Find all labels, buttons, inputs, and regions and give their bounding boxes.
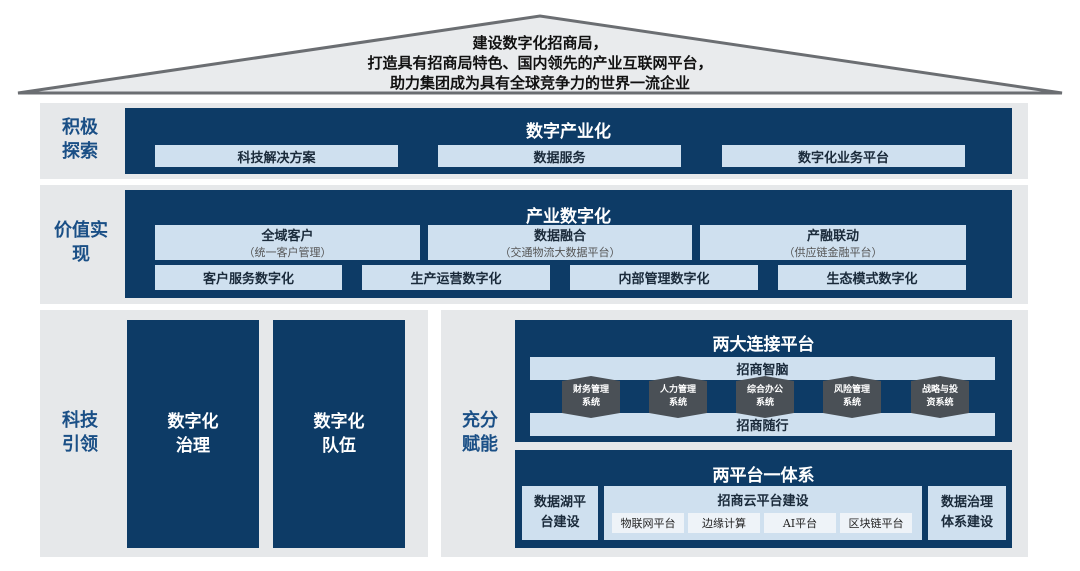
item-name: 产融联动 bbox=[806, 229, 859, 244]
system-strategy: 战略与投资系统 bbox=[911, 376, 969, 418]
item-data-services: 数据服务 bbox=[438, 145, 681, 167]
item-sub: （供应链金融平台） bbox=[783, 246, 883, 259]
item-finance-linkage: 产融联动 （供应链金融平台） bbox=[700, 225, 966, 260]
item-sub: （统一客户管理） bbox=[243, 246, 332, 259]
item-tech-solutions: 科技解决方案 bbox=[155, 145, 398, 167]
row-label-empower: 充分赋能 bbox=[462, 410, 498, 455]
panel-title: 两平台一体系 bbox=[712, 466, 815, 486]
item-name: 数据融合 bbox=[533, 229, 586, 244]
row-label-tech-lead: 科技引领 bbox=[62, 410, 98, 455]
row-label-value: 价值实现 bbox=[54, 220, 108, 265]
item-ecosystem: 生态模式数字化 bbox=[778, 265, 966, 290]
pillar-digital-governance: 数字化治理 bbox=[127, 320, 259, 548]
system-hr: 人力管理系统 bbox=[649, 376, 707, 418]
item-sub: （交通物流大数据平台） bbox=[499, 246, 621, 259]
item-edge: 边缘计算 bbox=[688, 513, 760, 533]
panel-title: 数字产业化 bbox=[526, 122, 611, 142]
roof bbox=[17, 14, 1063, 95]
roof-line: 助力集团成为具有全球竞争力的世界一流企业 bbox=[389, 74, 690, 92]
roof-line: 建设数字化招商局， bbox=[472, 34, 608, 52]
item-digital-business-platform: 数字化业务平台 bbox=[722, 145, 965, 167]
item-all-customers: 全域客户 （统一客户管理） bbox=[155, 225, 420, 260]
panel-title: 产业数字化 bbox=[526, 207, 611, 227]
data-governance-box: 数据治理体系建设 bbox=[928, 486, 1006, 540]
item-production: 生产运营数字化 bbox=[362, 265, 550, 290]
band-suixing: 招商随行 bbox=[530, 413, 995, 436]
item-ai: AI平台 bbox=[764, 513, 836, 533]
item-internal-mgmt: 内部管理数字化 bbox=[570, 265, 758, 290]
item-iot: 物联网平台 bbox=[612, 513, 684, 533]
row-label-explore: 积极探索 bbox=[62, 117, 98, 162]
item-name: 全域客户 bbox=[261, 229, 314, 244]
roof-text: 建设数字化招商局， 打造具有招商局特色、国内领先的产业互联网平台， 助力集团成为… bbox=[0, 33, 1080, 93]
system-risk: 风险管理系统 bbox=[823, 376, 881, 418]
roof-line: 打造具有招商局特色、国内领先的产业互联网平台， bbox=[367, 54, 713, 72]
pillar-digital-team: 数字化队伍 bbox=[273, 320, 405, 548]
item-data-fusion: 数据融合 （交通物流大数据平台） bbox=[428, 225, 692, 260]
band-zhinao: 招商智脑 bbox=[530, 357, 995, 380]
system-office: 综合办公系统 bbox=[736, 376, 794, 418]
item-customer-service: 客户服务数字化 bbox=[155, 265, 342, 290]
item-blockchain: 区块链平台 bbox=[840, 513, 912, 533]
cloud-title: 招商云平台建设 bbox=[717, 494, 809, 509]
panel-title: 两大连接平台 bbox=[712, 335, 815, 355]
data-lake-box: 数据湖平台建设 bbox=[522, 486, 598, 540]
system-finance: 财务管理系统 bbox=[562, 376, 620, 418]
